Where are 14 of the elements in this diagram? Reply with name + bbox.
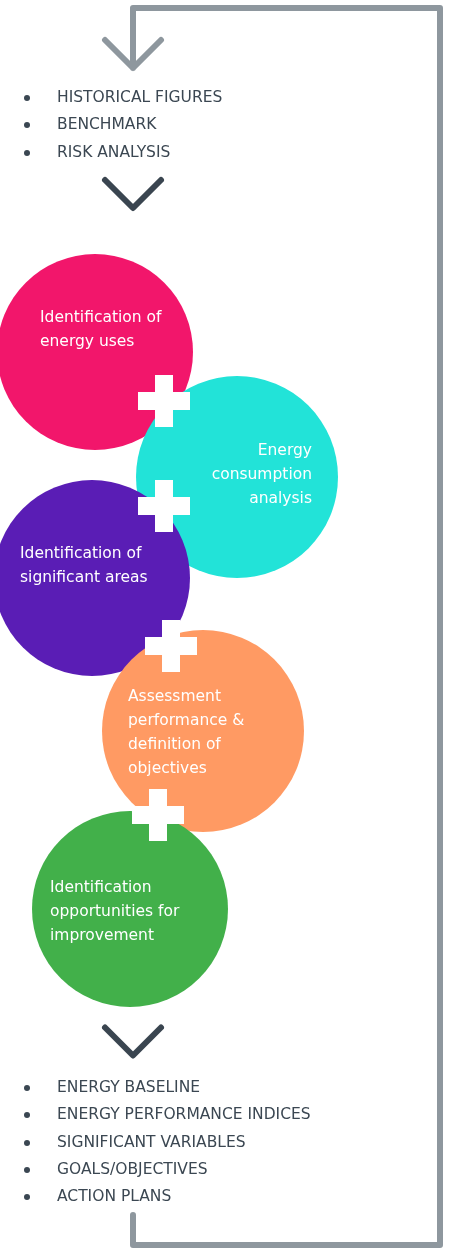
chevron-arrow — [102, 5, 443, 1248]
bullet-item: GOALS/OBJECTIVES — [22, 1155, 402, 1184]
step-label: Identification opportunities for improvement — [50, 877, 181, 946]
bullet-item: ACTION PLANS — [22, 1183, 402, 1211]
bullet-item: ENERGY BASELINE — [22, 1074, 402, 1102]
bullet-item: HISTORICAL FIGURES — [22, 84, 282, 112]
bullet-item: SIGNIFICANT VARIABLES — [22, 1128, 402, 1156]
step-label: Energy consumption analysis — [210, 440, 312, 509]
step-label: Identification of energy uses — [40, 307, 163, 352]
bullet-item: BENCHMARK — [22, 111, 282, 139]
bullet-item: ENERGY PERFORMANCE INDICES — [22, 1101, 402, 1129]
step-label: Assessment performance & definition of objectives — [128, 686, 246, 779]
bullet-item: RISK ANALYSIS — [22, 138, 282, 166]
step-label: Identification of significant areas — [20, 543, 148, 588]
